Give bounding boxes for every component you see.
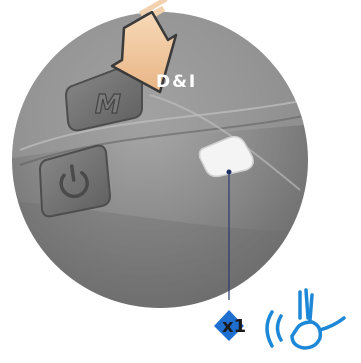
svg-text:M: M bbox=[95, 90, 121, 120]
button-label: D&I bbox=[156, 72, 236, 92]
quantity-label: x1 bbox=[222, 316, 246, 337]
finger-press-icon bbox=[267, 290, 344, 348]
